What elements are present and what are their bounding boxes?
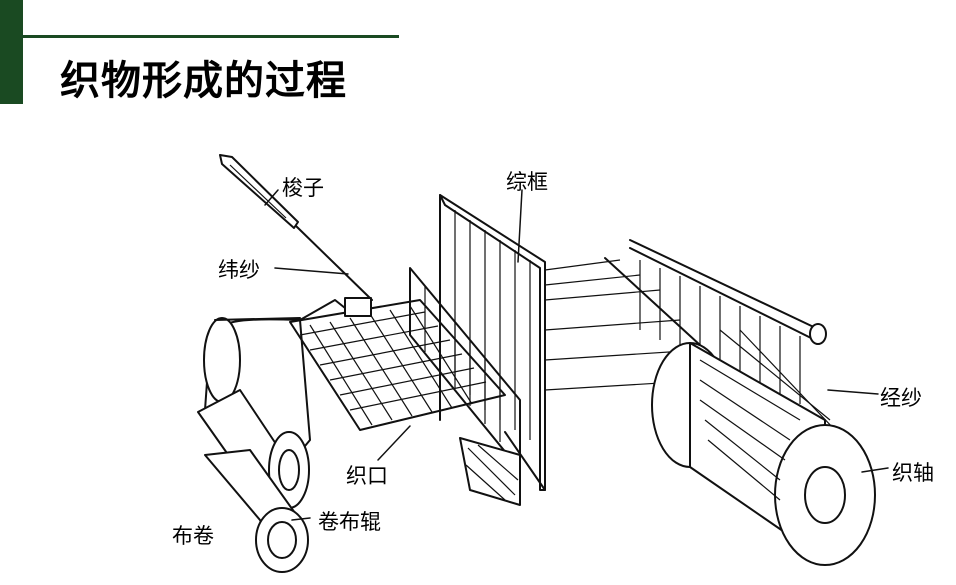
weft-yarn: [295, 225, 373, 301]
label-fell: 织口: [346, 464, 388, 488]
label-cloth-roll: 布卷: [172, 524, 214, 548]
label-shuttle: 梭子: [282, 176, 324, 200]
title-accent-bar: [0, 0, 23, 104]
warp-beam-drawing: [651, 342, 876, 566]
label-warp-beam: 织轴: [892, 461, 934, 485]
cloth-roller-drawing: [204, 449, 309, 573]
heddle-frame-drawing: [439, 194, 546, 491]
label-cloth-roller: 卷布辊: [318, 510, 381, 534]
title-underline: [23, 35, 399, 38]
page-title: 织物形成的过程: [60, 58, 347, 104]
label-warp: 经纱: [880, 386, 922, 410]
leader-lines: [264, 189, 889, 521]
woven-cloth: [289, 297, 506, 431]
label-heddle-frame: 综框: [506, 170, 548, 194]
back-beam-drawing: [604, 239, 836, 431]
shuttle-drawing: [219, 154, 299, 229]
label-weft: 纬纱: [218, 258, 260, 282]
